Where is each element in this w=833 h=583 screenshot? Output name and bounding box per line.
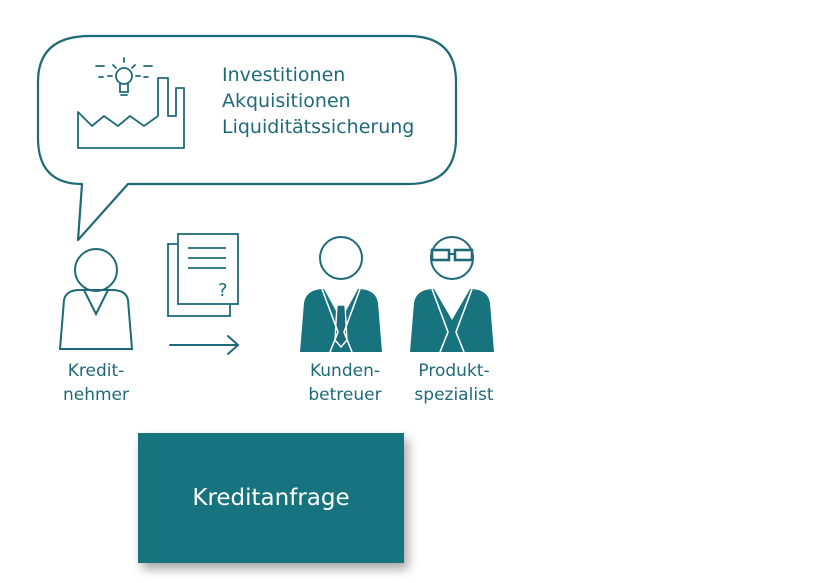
credit-request-label: Kreditanfrage — [192, 485, 350, 511]
advisor-label-line1: Kunden- — [309, 361, 380, 381]
document-question-icon — [167, 233, 239, 317]
person-outline-icon — [58, 248, 134, 350]
speech-bubble — [36, 34, 458, 242]
purpose-acquisitions: Akquisitionen — [222, 90, 351, 112]
lightbulb-icon — [95, 57, 153, 96]
borrower-label-line1: Kredit- — [67, 361, 125, 381]
arrow-right-icon — [169, 335, 239, 355]
person-suit-glasses-icon — [410, 236, 494, 353]
specialist-label-line2: spezialist — [414, 385, 494, 405]
purpose-investments: Investitionen — [222, 64, 346, 86]
financing-purposes-list: Investitionen Akquisitionen Liquiditätss… — [222, 62, 414, 140]
factory-icon — [77, 77, 185, 149]
specialist-label: Produkt- spezialist — [398, 359, 510, 407]
credit-request-box: Kreditanfrage — [138, 433, 404, 563]
borrower-label-line2: nehmer — [62, 385, 130, 405]
advisor-label: Kunden- betreuer — [290, 359, 400, 407]
purpose-liquidity: Liquiditätssicherung — [222, 116, 415, 138]
document-question-mark: ? — [218, 280, 228, 301]
advisor-label-line2: betreuer — [308, 385, 382, 405]
borrower-label: Kredit- nehmer — [46, 359, 146, 407]
specialist-label-line1: Produkt- — [418, 361, 490, 381]
person-suit-icon — [300, 236, 382, 353]
